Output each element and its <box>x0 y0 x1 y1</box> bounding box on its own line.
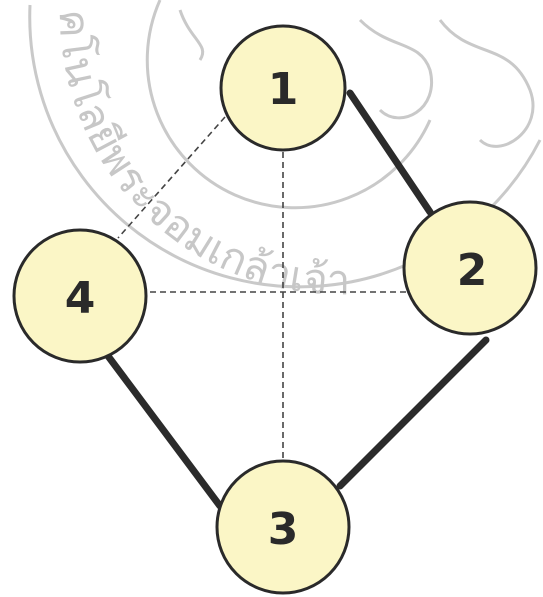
node-3-label: 3 <box>268 504 299 555</box>
edge-2-3 <box>340 340 486 486</box>
node-1: 1 <box>221 26 345 150</box>
node-2: 2 <box>404 202 536 334</box>
node-2-label: 2 <box>457 245 488 296</box>
edge-3-4 <box>108 356 220 506</box>
node-4-label: 4 <box>65 273 96 324</box>
node-3: 3 <box>217 461 349 593</box>
node-1-label: 1 <box>268 64 299 115</box>
node-4: 4 <box>14 230 146 362</box>
